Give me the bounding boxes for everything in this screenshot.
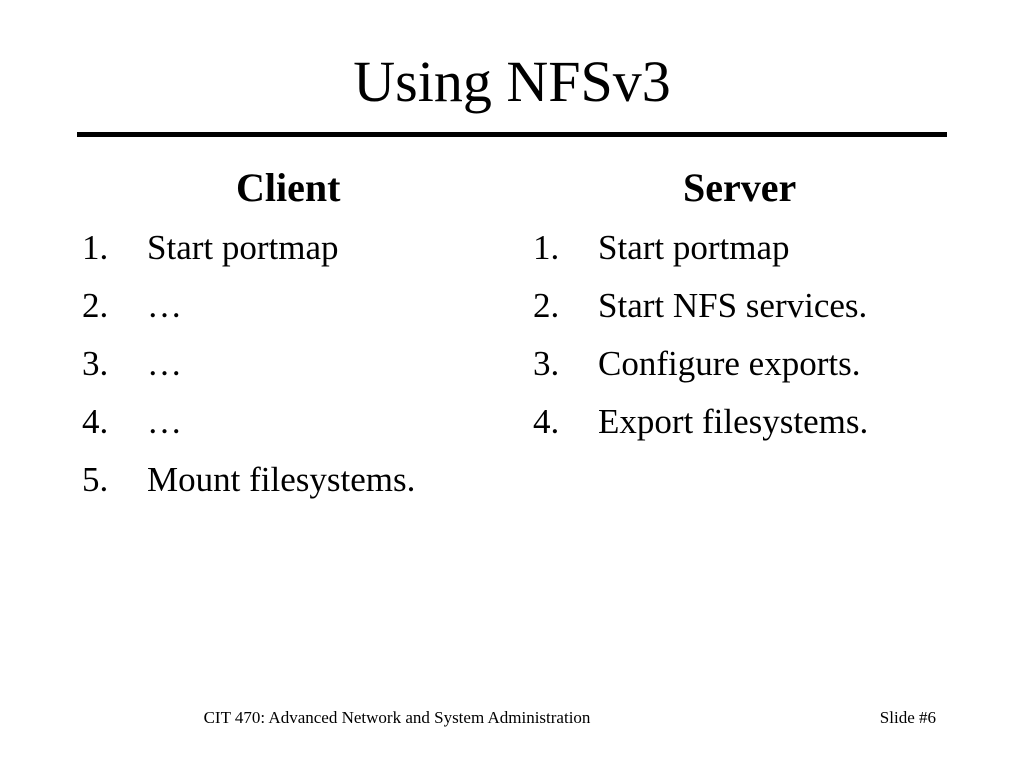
step-text: Mount filesystems. <box>147 460 416 499</box>
step-number: 5. <box>82 460 109 499</box>
step-text: Start portmap <box>147 228 339 267</box>
step-text: Configure exports. <box>598 344 861 383</box>
slide-title: Using NFSv3 <box>353 49 671 114</box>
step-number: 1. <box>82 228 109 267</box>
list-item: 4. … <box>82 396 415 454</box>
client-step-list: 1. Start portmap 2. … 3. … 4. … 5. Mount file… <box>82 222 415 512</box>
step-number: 2. <box>533 286 560 325</box>
server-step-list: 1. Start portmap 2. Start NFS services. 3.… <box>533 222 868 454</box>
step-text: Start portmap <box>598 228 790 267</box>
list-item: 4. Export filesystems. <box>533 396 868 454</box>
server-heading: Server <box>683 165 797 210</box>
list-item: 2. Start NFS services. <box>533 280 868 338</box>
step-text: … <box>147 286 182 325</box>
title-divider <box>77 132 947 137</box>
client-heading: Client <box>236 165 341 210</box>
step-text: … <box>147 344 182 383</box>
step-text: Export filesystems. <box>598 402 869 441</box>
step-number: 4. <box>533 402 560 441</box>
list-item: 5. Mount filesystems. <box>82 454 415 512</box>
step-text: … <box>147 402 182 441</box>
step-number: 1. <box>533 228 560 267</box>
list-item: 3. … <box>82 338 415 396</box>
footer-course-title: CIT 470: Advanced Network and System Adm… <box>203 708 591 727</box>
list-item: 1. Start portmap <box>82 222 415 280</box>
step-number: 4. <box>82 402 109 441</box>
footer-slide-number: Slide #6 <box>879 708 936 727</box>
step-number: 3. <box>82 344 109 383</box>
step-number: 2. <box>82 286 109 325</box>
list-item: 2. … <box>82 280 415 338</box>
step-number: 3. <box>533 344 560 383</box>
step-text: Start NFS services. <box>598 286 868 325</box>
list-item: 3. Configure exports. <box>533 338 868 396</box>
list-item: 1. Start portmap <box>533 222 868 280</box>
